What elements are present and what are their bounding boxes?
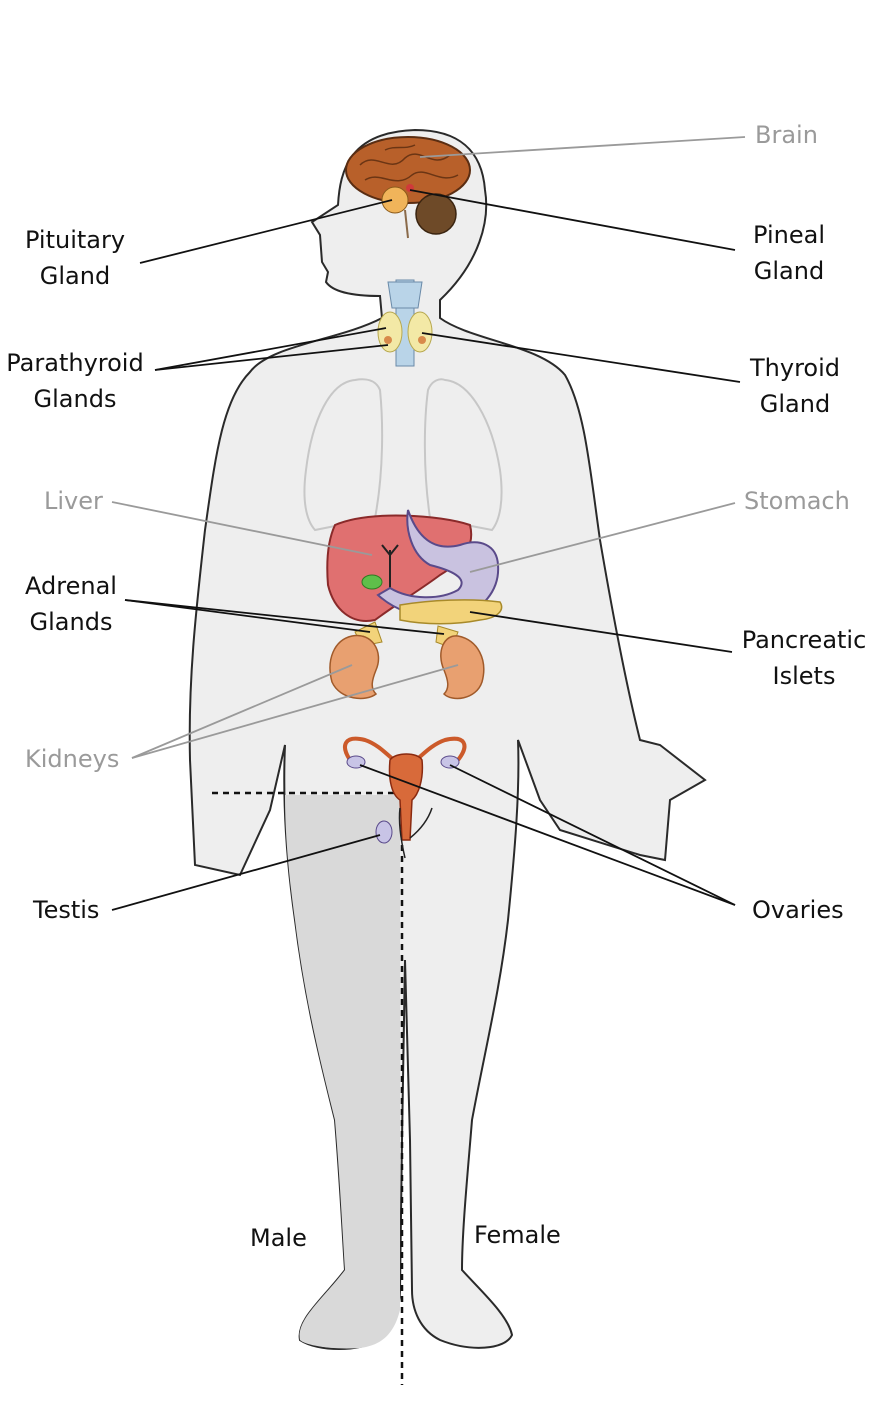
leader-pancreatic xyxy=(469,611,733,653)
leader-adrenal-2 xyxy=(124,599,445,635)
gallbladder xyxy=(361,574,383,590)
label-pineal-line2: Gland xyxy=(753,257,825,285)
label-liver: Liver xyxy=(44,487,103,515)
pancreas xyxy=(399,599,503,625)
label-kidneys: Kidneys xyxy=(25,745,120,773)
leader-testis xyxy=(111,834,381,911)
label-pituitary-gland: Pituitary Gland xyxy=(22,222,128,294)
pituitary-gland xyxy=(381,186,409,214)
thyroid-right-lobe xyxy=(407,311,433,353)
leader-ovaries-1 xyxy=(359,764,736,906)
label-pancreatic-line2: Islets xyxy=(772,662,836,690)
leader-lines-dark xyxy=(111,189,741,911)
leader-ovaries-2 xyxy=(449,764,736,906)
label-parathyroid-line1: Parathyroid xyxy=(6,349,144,377)
brain-folds xyxy=(359,144,459,182)
label-pineal-gland: Pineal Gland xyxy=(745,217,833,289)
label-pituitary-line1: Pituitary xyxy=(24,226,126,254)
kidney-right xyxy=(440,635,485,700)
label-adrenal-glands: Adrenal Glands xyxy=(18,568,124,640)
male-shading xyxy=(285,795,400,1349)
label-parathyroid-glands: Parathyroid Glands xyxy=(2,345,148,417)
label-pancreatic-line1: Pancreatic xyxy=(741,626,867,654)
label-stomach: Stomach xyxy=(744,487,850,515)
leader-stomach xyxy=(469,502,736,573)
label-testis: Testis xyxy=(33,896,100,924)
leader-parathyroid-2 xyxy=(154,344,389,371)
label-pancreatic-islets: Pancreatic Islets xyxy=(735,622,873,694)
leader-adrenal-1 xyxy=(124,599,371,633)
label-adrenal-line1: Adrenal xyxy=(25,572,117,600)
leader-liver xyxy=(111,501,373,556)
male-organ xyxy=(398,807,433,859)
label-thyroid-line1: Thyroid xyxy=(750,354,840,382)
testis xyxy=(375,820,393,844)
parathyroid-left xyxy=(384,336,392,344)
label-pituitary-line2: Gland xyxy=(39,262,111,290)
larynx xyxy=(387,281,423,309)
leader-brain xyxy=(419,136,746,158)
label-parathyroid-line2: Glands xyxy=(33,385,117,413)
label-male: Male xyxy=(250,1224,307,1252)
leader-pituitary xyxy=(139,199,393,264)
label-ovaries: Ovaries xyxy=(752,896,844,924)
leader-kidneys-2 xyxy=(131,664,459,759)
uterus xyxy=(388,753,424,841)
leader-lines-gray xyxy=(111,136,746,759)
ovary-right xyxy=(440,755,460,769)
brain-stem xyxy=(404,209,409,239)
cerebellum xyxy=(415,193,457,235)
label-brain: Brain xyxy=(755,121,818,149)
label-female: Female xyxy=(474,1221,561,1249)
label-pineal-line1: Pineal xyxy=(753,221,825,249)
label-adrenal-line2: Glands xyxy=(29,608,113,636)
liver xyxy=(326,514,473,622)
leader-parathyroid-1 xyxy=(154,327,387,371)
leader-pineal xyxy=(409,189,736,251)
parathyroid-right xyxy=(418,336,426,344)
label-thyroid-gland: Thyroid Gland xyxy=(745,350,845,422)
leader-kidneys-1 xyxy=(131,664,353,759)
leader-thyroid xyxy=(421,332,741,383)
thyroid-left-lobe xyxy=(377,311,403,353)
label-thyroid-line2: Gland xyxy=(759,390,831,418)
kidney-left xyxy=(329,634,380,700)
